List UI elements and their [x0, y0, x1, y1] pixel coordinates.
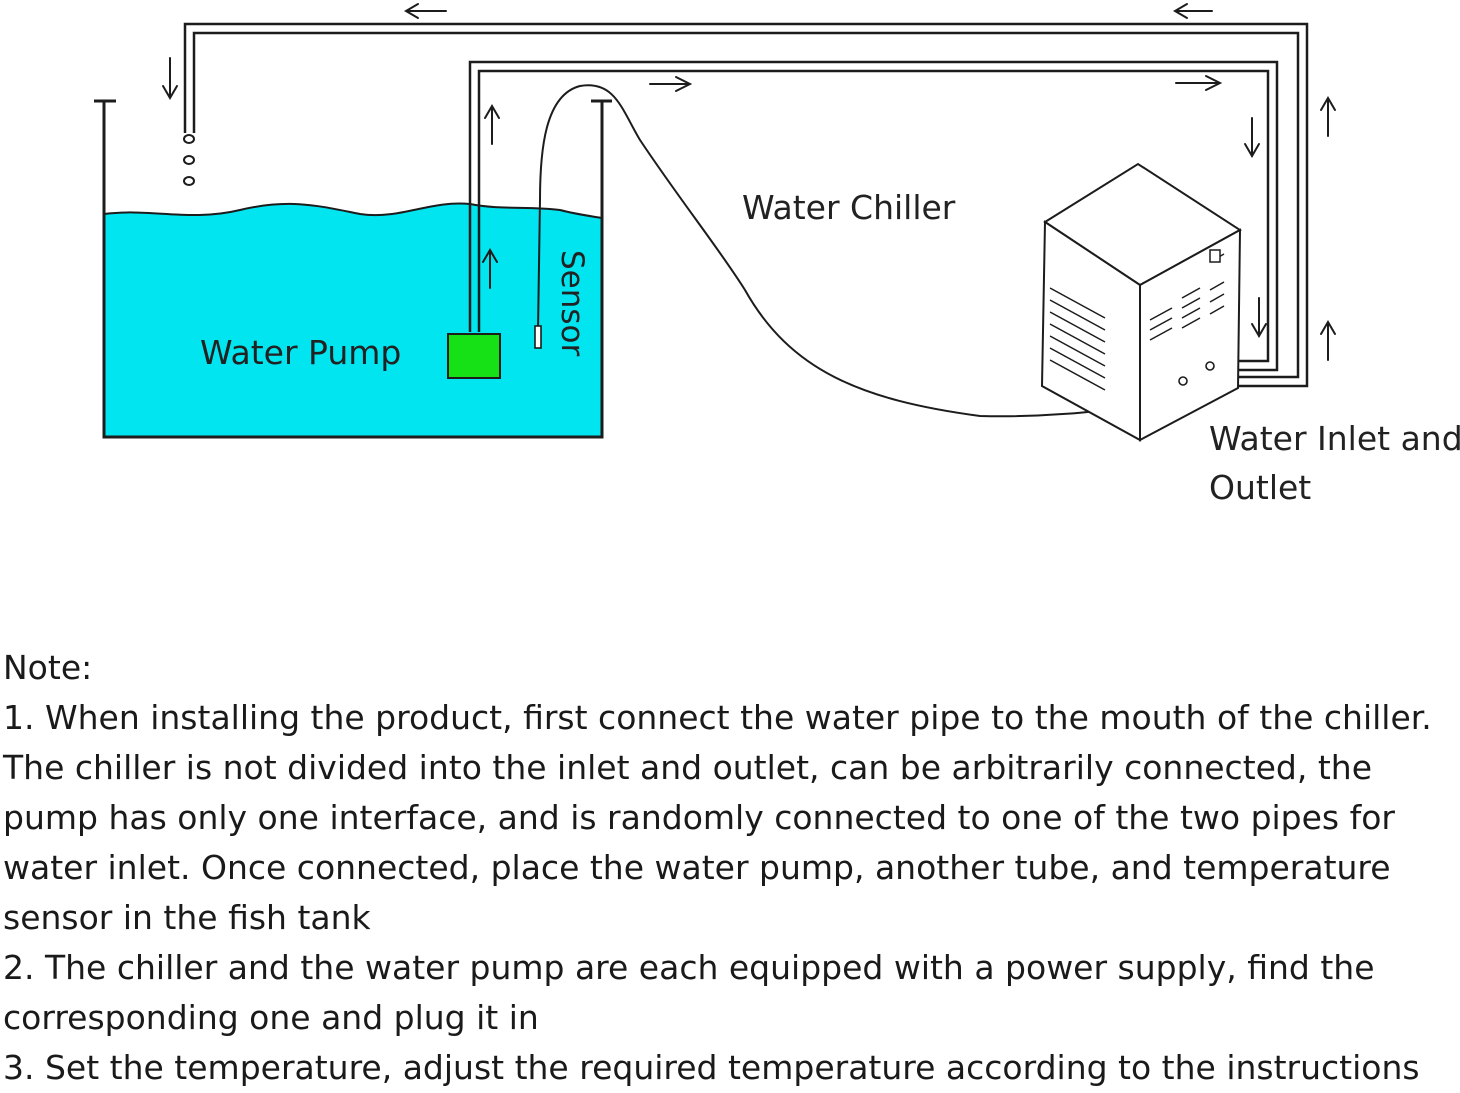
- arrow-down-icon: [1251, 297, 1267, 338]
- water-inlet-outlet-label: Water Inlet and Outlet: [1209, 419, 1460, 507]
- supply-pipe: [468, 60, 1279, 372]
- arrow-up-icon: [484, 104, 500, 145]
- fish-tank: [94, 99, 612, 439]
- bubbles-icon: [183, 134, 195, 186]
- arrow-left-icon: [1173, 3, 1213, 19]
- arrow-down-icon: [1244, 117, 1260, 158]
- chiller-port-icon: [1205, 361, 1215, 371]
- water-surface: [103, 202, 603, 219]
- diagram-canvas: [94, 3, 1336, 442]
- note-item-2: 2. The chiller and the water pump are ea…: [3, 948, 1375, 1037]
- chiller-display-icon: [1209, 249, 1221, 263]
- arrow-down-icon: [162, 57, 178, 100]
- water-chiller-label: Water Chiller: [742, 188, 956, 227]
- arrow-left-icon: [404, 3, 447, 19]
- sensor-cable: [537, 84, 1161, 418]
- water-pump-label: Water Pump: [200, 333, 402, 372]
- water-pump-box: [447, 333, 501, 379]
- sensor-probe: [534, 325, 542, 349]
- note-item-1: 1. When installing the product, first co…: [3, 698, 1432, 937]
- chiller-port-icon: [1178, 376, 1188, 386]
- return-pipe: [183, 22, 1309, 388]
- chiller-unit: [1040, 162, 1242, 442]
- sensor-label: Sensor: [554, 250, 590, 357]
- flow-arrows: [162, 3, 1336, 361]
- arrow-right-icon: [1175, 75, 1223, 91]
- tank-water: [104, 203, 602, 437]
- installation-notes: Note: 1. When installing the product, fi…: [3, 643, 1453, 1093]
- arrow-right-icon: [649, 76, 693, 92]
- arrow-up-icon: [482, 248, 498, 289]
- arrow-up-icon: [1320, 320, 1336, 361]
- note-title: Note:: [3, 648, 93, 687]
- arrow-up-icon: [1320, 96, 1336, 137]
- note-item-3: 3. Set the temperature, adjust the requi…: [3, 1048, 1420, 1087]
- chiller-vents-icon: [1049, 253, 1225, 391]
- installation-diagram: Water Chiller Water Pump Sensor Water In…: [94, 3, 1460, 507]
